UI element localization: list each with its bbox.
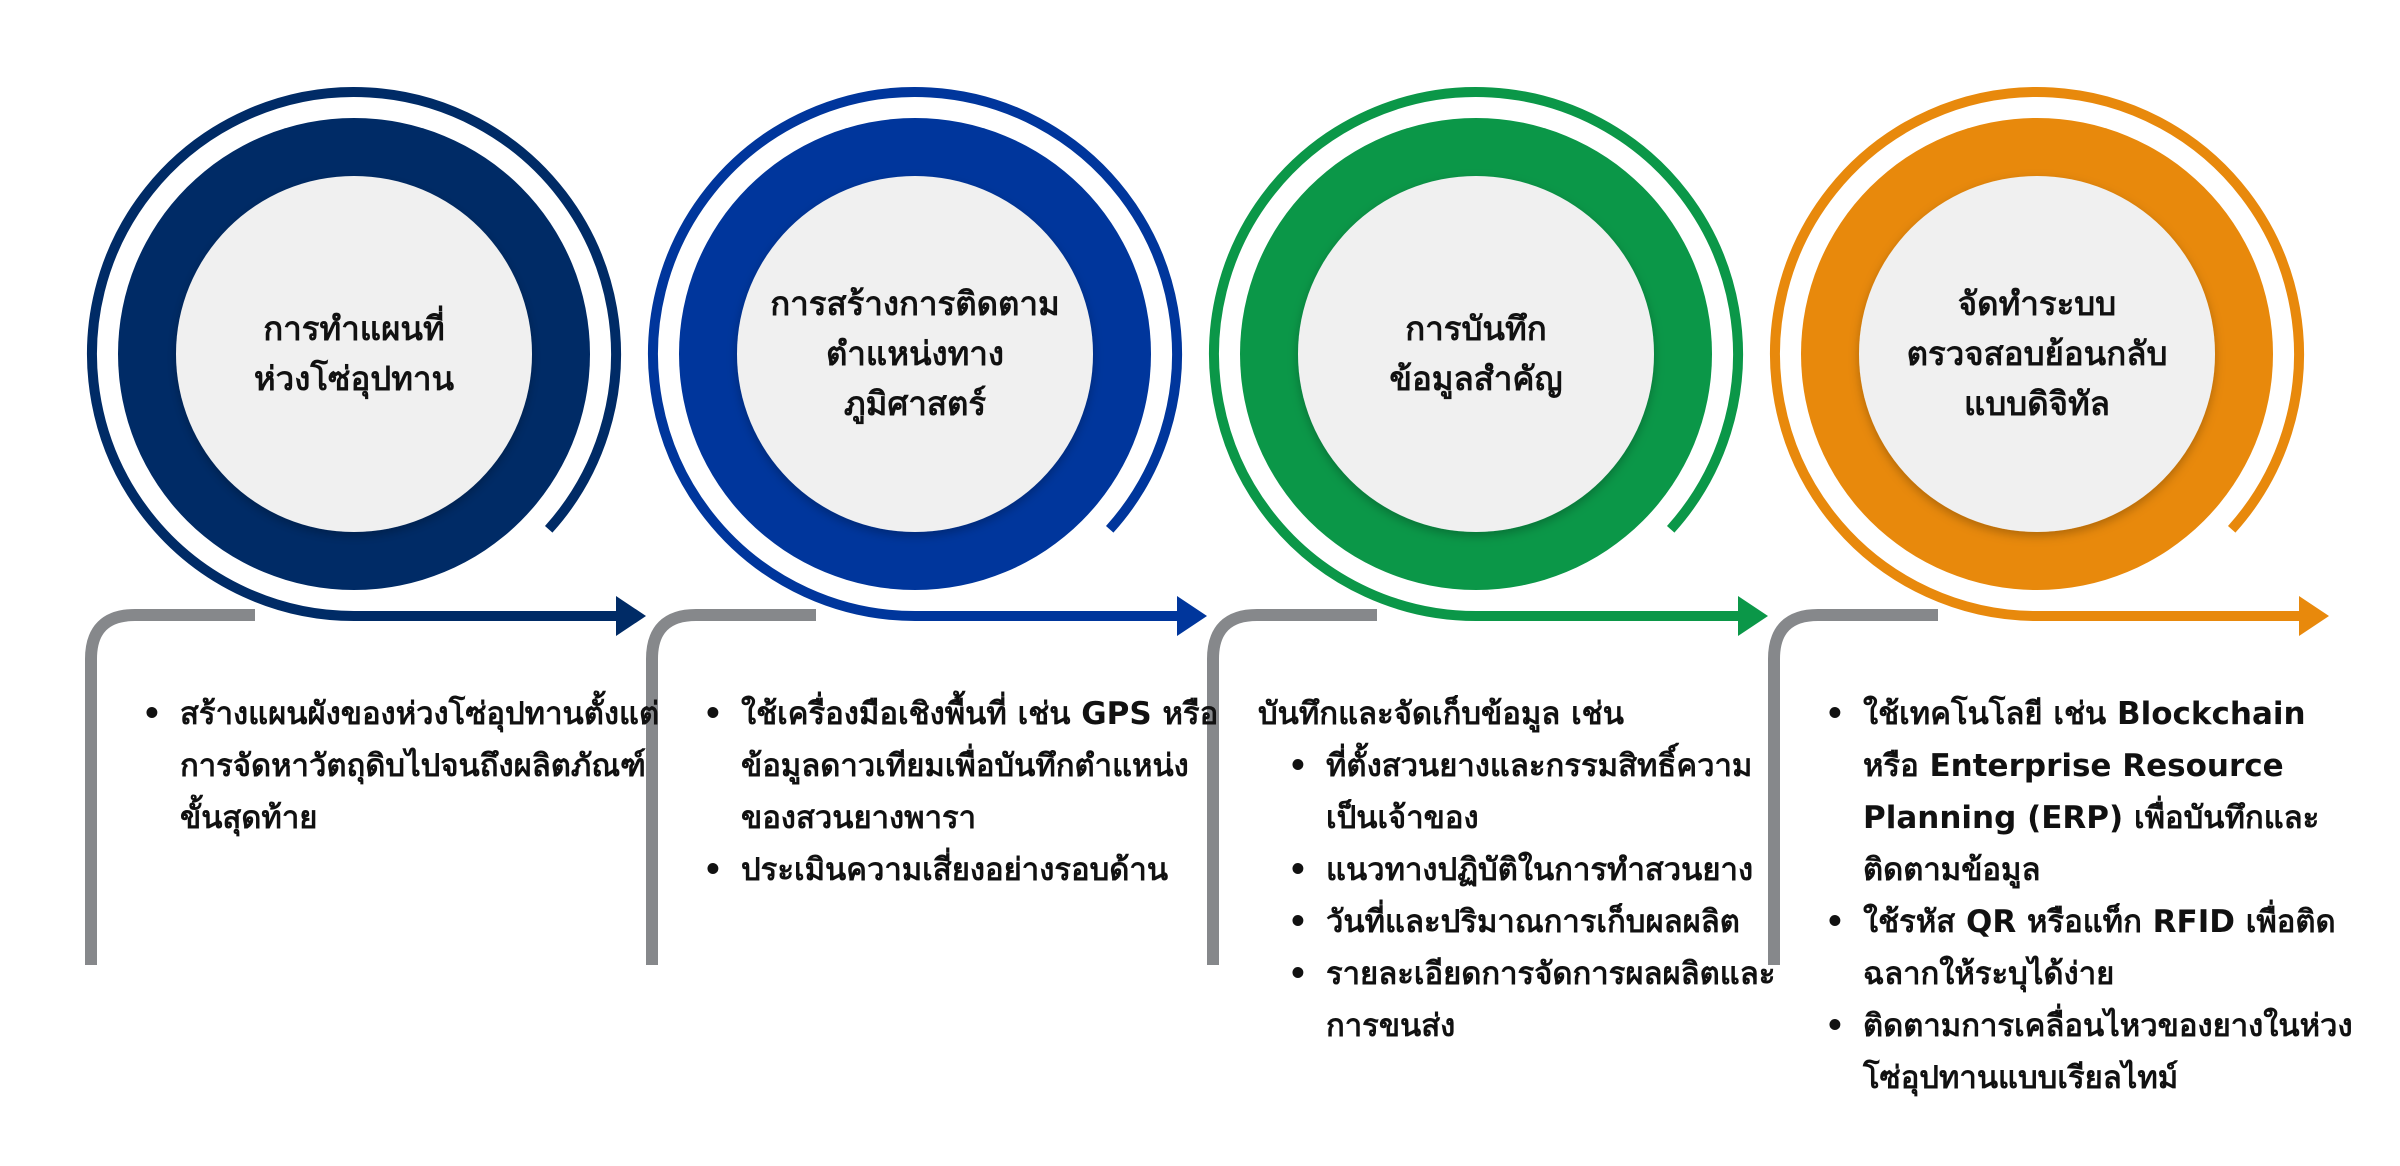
bullet-item: ประเมินความเสี่ยงอย่างรอบด้าน xyxy=(703,844,1239,896)
step-1-graphic xyxy=(85,87,646,965)
title-line: ตำแหน่งทาง xyxy=(825,334,1005,373)
step-4-title: จัดทำระบบตรวจสอบย้อนกลับแบบดิจิทัล xyxy=(1872,279,2202,429)
gray-bracket xyxy=(1207,609,1377,965)
step-1-title: การทำแผนที่ห่วงโซ่อุปทาน xyxy=(189,304,519,404)
step-2-graphic xyxy=(646,87,1207,965)
step-3-title: การบันทึกข้อมูลสำคัญ xyxy=(1311,304,1641,404)
bullet-item: วันที่และปริมาณการเก็บผลผลิต xyxy=(1288,896,1798,948)
bullet-list: ใช้เทคโนโลยี เช่น Blockchain หรือ Enterp… xyxy=(1821,688,2361,1104)
bullet-list: ใช้เครื่องมือเชิงพื้นที่ เช่น GPS หรือข้… xyxy=(699,688,1239,896)
step-2-description: ใช้เครื่องมือเชิงพื้นที่ เช่น GPS หรือข้… xyxy=(699,688,1239,896)
title-line: จัดทำระบบ xyxy=(1957,284,2117,323)
title-line: ข้อมูลสำคัญ xyxy=(1389,359,1563,398)
inner-circle xyxy=(737,176,1093,532)
outer-ring-arrow xyxy=(1770,87,2305,621)
outer-ring-arrow xyxy=(648,87,1183,621)
step-1-description: สร้างแผนผังของห่วงโซ่อุปทานตั้งแต่การจัด… xyxy=(138,688,678,844)
inner-circle xyxy=(1859,176,2215,532)
bullet-item: สร้างแผนผังของห่วงโซ่อุปทานตั้งแต่การจัด… xyxy=(142,688,678,844)
arrow-head-icon xyxy=(1177,596,1207,636)
arrow-head-icon xyxy=(616,596,646,636)
bullet-item: รายละเอียดการจัดการผลผลิตและการขนส่ง xyxy=(1288,948,1798,1052)
title-line: การทำแผนที่ xyxy=(263,309,445,348)
gray-bracket xyxy=(85,609,255,965)
title-line: ห่วงโซ่อุปทาน xyxy=(253,359,455,398)
bullet-item: ติดตามการเคลื่อนไหวของยางในห่วงโซ่อุปทาน… xyxy=(1825,1000,2361,1104)
title-line: แบบดิจิทัล xyxy=(1964,384,2110,423)
bullet-item: ใช้เทคโนโลยี เช่น Blockchain หรือ Enterp… xyxy=(1825,688,2361,896)
bullet-item: แนวทางปฏิบัติในการทำสวนยาง xyxy=(1288,844,1798,896)
gray-bracket xyxy=(646,609,816,965)
intro-text: บันทึกและจัดเก็บข้อมูล เช่น xyxy=(1258,696,1624,732)
arrow-head-icon xyxy=(2299,596,2329,636)
arrow-head-icon xyxy=(1738,596,1768,636)
title-line: ภูมิศาสตร์ xyxy=(843,384,987,423)
step-3-graphic xyxy=(1207,87,1768,965)
step-3-description: บันทึกและจัดเก็บข้อมูล เช่นที่ตั้งสวนยาง… xyxy=(1258,688,1798,1052)
step-4-description: ใช้เทคโนโลยี เช่น Blockchain หรือ Enterp… xyxy=(1821,688,2361,1104)
step-4-graphic xyxy=(1768,87,2329,965)
outer-ring-arrow xyxy=(87,87,622,621)
outer-ring-arrow xyxy=(1209,87,1744,621)
bullet-item: ที่ตั้งสวนยางและกรรมสิทธิ์ความเป็นเจ้าขอ… xyxy=(1288,740,1798,844)
bullet-item: ใช้รหัส QR หรือแท็ก RFID เพื่อติดฉลากให้… xyxy=(1825,896,2361,1000)
inner-circle xyxy=(1298,176,1654,532)
bullet-list: ที่ตั้งสวนยางและกรรมสิทธิ์ความเป็นเจ้าขอ… xyxy=(1258,740,1798,1052)
bullet-list: สร้างแผนผังของห่วงโซ่อุปทานตั้งแต่การจัด… xyxy=(138,688,678,844)
title-line: การบันทึก xyxy=(1405,309,1547,348)
step-2-title: การสร้างการติดตามตำแหน่งทางภูมิศาสตร์ xyxy=(750,279,1080,429)
inner-circle xyxy=(176,176,532,532)
bullet-item: ใช้เครื่องมือเชิงพื้นที่ เช่น GPS หรือข้… xyxy=(703,688,1239,844)
title-line: ตรวจสอบย้อนกลับ xyxy=(1906,334,2168,373)
gray-bracket xyxy=(1768,609,1938,965)
title-line: การสร้างการติดตาม xyxy=(770,284,1060,323)
